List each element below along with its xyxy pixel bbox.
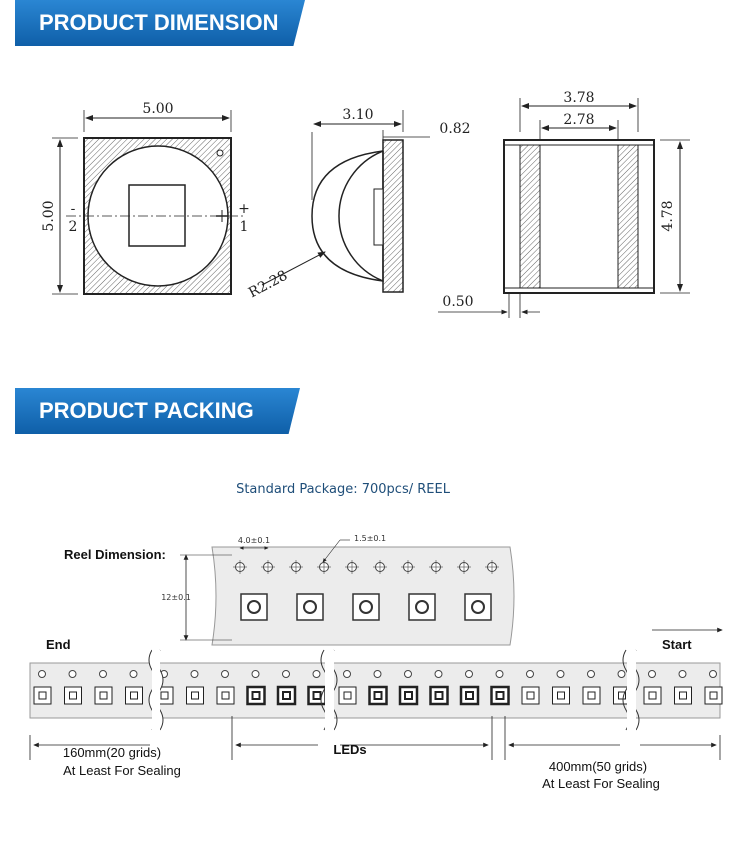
end-label: End — [46, 637, 71, 652]
sprocket-holes — [233, 560, 499, 574]
strip-pocket-inner — [191, 691, 199, 700]
strip-pocket-inner — [709, 691, 718, 700]
dimension-drawing: 5.00 5.00 - 2 + 1 3.10 0.82 R2.28 3.78 — [41, 90, 690, 318]
tape-pocket — [408, 593, 436, 621]
strip-sprocket-hole — [434, 670, 443, 678]
strip-sprocket-hole — [648, 670, 656, 678]
hole-label: 1.5±0.1 — [354, 534, 386, 543]
strip-pocket-inner — [465, 691, 474, 700]
strip-pocket-inner — [648, 691, 657, 700]
strip-sprocket-hole — [526, 670, 534, 678]
strip-sprocket-hole — [709, 670, 717, 678]
strip-sprocket-hole — [312, 670, 321, 678]
product-packing-banner: PRODUCT PACKING — [15, 388, 300, 434]
lens-radius-label: R2.28 — [246, 268, 290, 302]
strip-pocket-inner — [312, 691, 322, 700]
start-label: Start — [662, 637, 692, 652]
pin-1-label: 1 — [240, 219, 249, 235]
right-note-label: At Least For Sealing — [542, 776, 660, 791]
strip-pocket-inner — [618, 691, 626, 700]
strip-sprocket-hole — [221, 670, 229, 678]
end-view: 3.78 2.78 4.78 0.50 — [438, 90, 690, 318]
strip-pocket-inner — [343, 691, 352, 700]
product-dimension-banner: PRODUCT DIMENSION — [15, 0, 305, 46]
side-view: 3.10 0.82 R2.28 — [246, 107, 471, 301]
strip-sprocket-hole — [617, 670, 626, 678]
strip-sprocket-hole — [129, 670, 138, 678]
right-length-label: 400mm(50 grids) — [549, 759, 647, 774]
top-width-label: 5.00 — [142, 101, 173, 117]
strip-sprocket-hole — [404, 670, 412, 678]
strip-pocket-inner — [69, 691, 77, 700]
led-lens — [303, 600, 317, 614]
pin-plus-label: + — [238, 201, 250, 217]
led-lens — [247, 600, 261, 614]
strip-sprocket-hole — [495, 670, 504, 678]
strip-pocket-inner — [373, 691, 383, 700]
strip-pocket-inner — [160, 691, 169, 700]
packing-drawing: Reel Dimension: 12±0.1 4.0±0.1 1.5±0.1 E… — [29, 534, 723, 791]
left-length-label: 160mm(20 grids) — [63, 745, 161, 760]
left-note-label: At Least For Sealing — [63, 763, 181, 778]
strip-pocket-inner — [404, 691, 413, 700]
end-gap-label: 0.50 — [442, 294, 473, 310]
leds-label: LEDs — [333, 742, 366, 757]
strip-pocket-inner — [38, 691, 47, 700]
product-packing-title: PRODUCT PACKING — [39, 398, 254, 423]
product-dimension-title: PRODUCT DIMENSION — [39, 10, 279, 35]
pin-minus-label: - — [71, 201, 76, 217]
strip-pocket-inner — [495, 691, 505, 700]
strip-sprocket-hole — [190, 670, 199, 678]
led-lens — [471, 600, 485, 614]
led-lens — [359, 600, 373, 614]
strip-pocket-inner — [526, 691, 535, 700]
strip-pocket-inner — [557, 691, 565, 700]
standard-package-text: Standard Package: 700pcs/ REEL — [236, 482, 450, 497]
strip-pocket-inner — [679, 691, 687, 700]
strip-sprocket-hole — [343, 670, 351, 678]
strip-sprocket-hole — [678, 670, 687, 678]
strip-sprocket-hole — [465, 670, 473, 678]
strip-sprocket-hole — [251, 670, 260, 678]
end-inner-label: 2.78 — [563, 112, 594, 128]
reel-tape-closeup: 12±0.1 4.0±0.1 1.5±0.1 — [161, 534, 515, 646]
strip-pocket-inner — [130, 691, 138, 700]
carrier-tape-strip — [29, 649, 723, 732]
strip-pocket-inner — [587, 691, 596, 700]
end-height-label: 4.78 — [660, 200, 676, 231]
strip-sprocket-hole — [99, 670, 107, 678]
strip-pocket-inner — [282, 691, 291, 700]
reel-dimension-label: Reel Dimension: — [64, 547, 166, 562]
tape-pockets — [240, 593, 492, 621]
strip-sprocket-hole — [373, 670, 382, 678]
strip-pocket-inner — [434, 691, 444, 700]
led-lens — [415, 600, 429, 614]
strip-sprocket-hole — [38, 670, 46, 678]
tape-width-label: 12±0.1 — [161, 593, 191, 602]
top-view: 5.00 5.00 - 2 + 1 — [41, 101, 250, 295]
top-height-label: 5.00 — [41, 200, 57, 231]
strip-sprocket-hole — [587, 670, 595, 678]
strip-pockets — [33, 685, 723, 706]
pin-2-label: 2 — [69, 219, 78, 235]
strip-sprocket-hole — [68, 670, 77, 678]
pitch-label: 4.0±0.1 — [238, 536, 270, 545]
strip-pocket-inner — [99, 691, 108, 700]
end-outer-label: 3.78 — [563, 90, 594, 106]
strip-pocket-inner — [251, 691, 261, 700]
strip-sprocket-hole — [556, 670, 565, 678]
strip-sprocket-hole — [282, 670, 290, 678]
strip-pocket-inner — [221, 691, 230, 700]
strip-sprocket-holes — [38, 670, 717, 678]
side-width-label: 3.10 — [342, 107, 373, 123]
side-thickness-label: 0.82 — [439, 121, 470, 137]
